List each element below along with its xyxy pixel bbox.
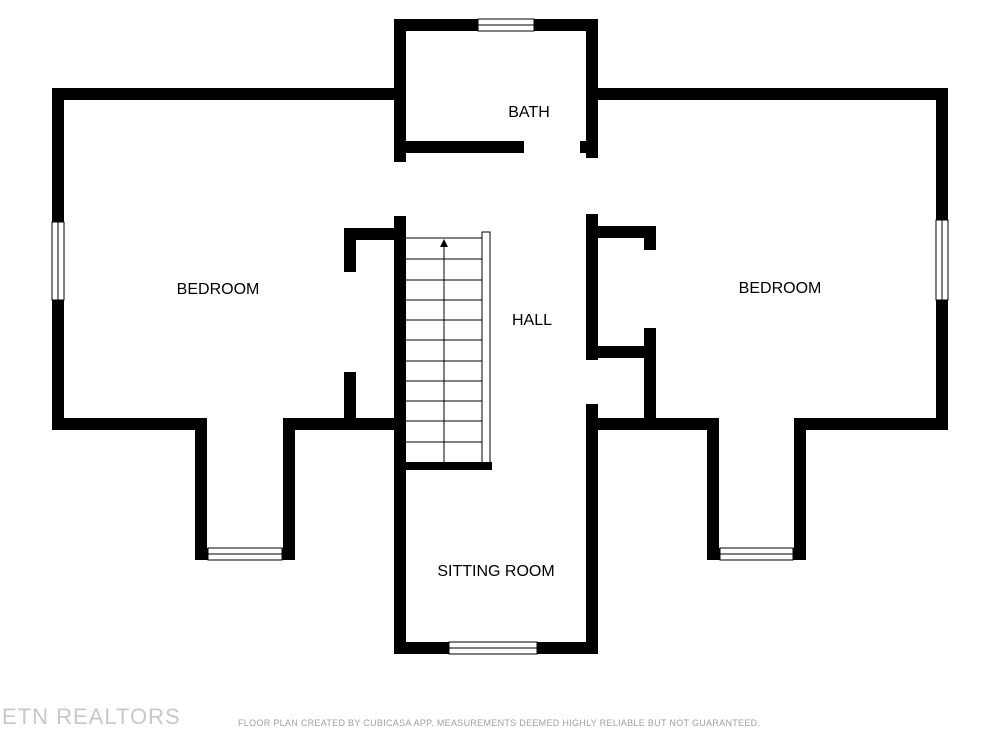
staircase	[400, 231, 492, 470]
room-label-hall: HALL	[511, 312, 553, 329]
walls	[52, 19, 948, 654]
stair-up-arrow-icon	[440, 239, 448, 247]
disclaimer-text: FLOOR PLAN CREATED BY CUBICASA APP. MEAS…	[238, 718, 761, 728]
hall-left-wall	[394, 216, 598, 654]
right-closet-top-wall	[586, 226, 656, 250]
left-closet-wall	[344, 228, 406, 272]
room-label-sitting-room: SITTING ROOM	[437, 563, 555, 580]
right-bedroom-walls	[586, 88, 948, 560]
brand-watermark: ETN REALTORS	[2, 704, 181, 729]
room-label-bedroom-right: BEDROOM	[738, 280, 822, 297]
left-bedroom-walls	[52, 88, 406, 560]
room-label-bedroom-left: BEDROOM	[176, 281, 260, 298]
bath-walls	[394, 19, 598, 162]
stair-rail	[481, 231, 491, 467]
room-label-bath: BATH	[508, 104, 550, 121]
windows	[51, 18, 949, 655]
